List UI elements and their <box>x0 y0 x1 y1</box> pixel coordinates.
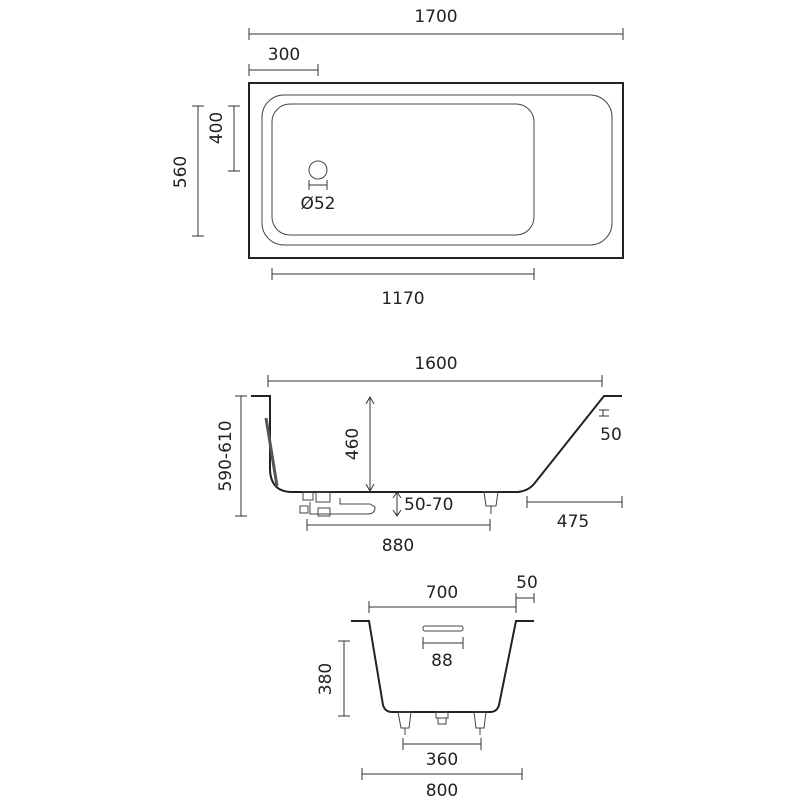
depth-label: 460 <box>343 428 363 460</box>
offset-label: 300 <box>268 45 300 65</box>
side-rim-label: 50 <box>600 425 622 445</box>
end-depth-dimension-line <box>338 640 350 717</box>
slope-dimension-line <box>526 496 623 508</box>
outer-width-label: 560 <box>171 156 191 188</box>
offset-dimension-line <box>248 64 319 76</box>
overflow-dimension-line <box>422 637 464 649</box>
end-depth-label: 380 <box>316 663 336 695</box>
outer-width-dimension-line <box>192 105 204 237</box>
side-length-label: 1600 <box>414 354 457 374</box>
end-waste-fitting <box>435 711 449 725</box>
drain-dimension-line <box>308 180 328 190</box>
side-profile <box>251 395 622 493</box>
end-leg-spacing-label: 360 <box>426 750 458 770</box>
rim-dimension-line <box>599 409 609 417</box>
end-left-leg <box>397 711 412 735</box>
leg-adjust-dimension-line <box>392 491 402 517</box>
side-leg-spacing-label: 880 <box>382 536 414 556</box>
end-rim-dimension-line <box>515 593 535 603</box>
depth-dimension-line <box>365 395 375 493</box>
side-length-dimension-line <box>267 375 603 387</box>
inner-length-label: 1170 <box>381 289 424 309</box>
slope-length-label: 475 <box>557 512 589 532</box>
total-width-label: 800 <box>426 781 458 800</box>
overflow-pipe <box>264 417 279 487</box>
top-width-label: 700 <box>426 583 458 603</box>
length-dimension-line <box>248 28 624 40</box>
overflow-slot <box>422 625 464 632</box>
drain-hole <box>308 160 328 180</box>
rear-leg <box>483 491 499 514</box>
end-right-leg <box>473 711 487 735</box>
inner-width-label: 400 <box>207 112 227 144</box>
top-view: Ø52 1700 300 400 560 <box>171 7 624 309</box>
waste-fitting <box>299 491 376 517</box>
side-leg-spacing-dimension-line <box>306 519 491 531</box>
drain-diameter-label: Ø52 <box>300 194 335 214</box>
total-height-dimension-line <box>235 395 247 517</box>
tub-rim-outline <box>261 94 613 246</box>
inner-length-dimension-line <box>271 268 535 280</box>
overflow-label: 88 <box>431 651 453 671</box>
length-label: 1700 <box>414 7 457 27</box>
end-rim-label: 50 <box>516 573 538 593</box>
tub-outer-outline <box>248 82 624 259</box>
end-leg-spacing-dimension-line <box>402 738 482 750</box>
end-view: 700 50 88 380 360 80 <box>316 573 538 800</box>
tub-basin-outline <box>271 103 535 236</box>
side-view: 1600 460 590-610 50 50-70 <box>216 354 623 556</box>
leg-adjust-label: 50-70 <box>404 495 453 515</box>
total-width-dimension-line <box>361 768 523 780</box>
inner-width-dimension-line <box>228 105 240 172</box>
total-height-label: 590-610 <box>216 420 236 491</box>
